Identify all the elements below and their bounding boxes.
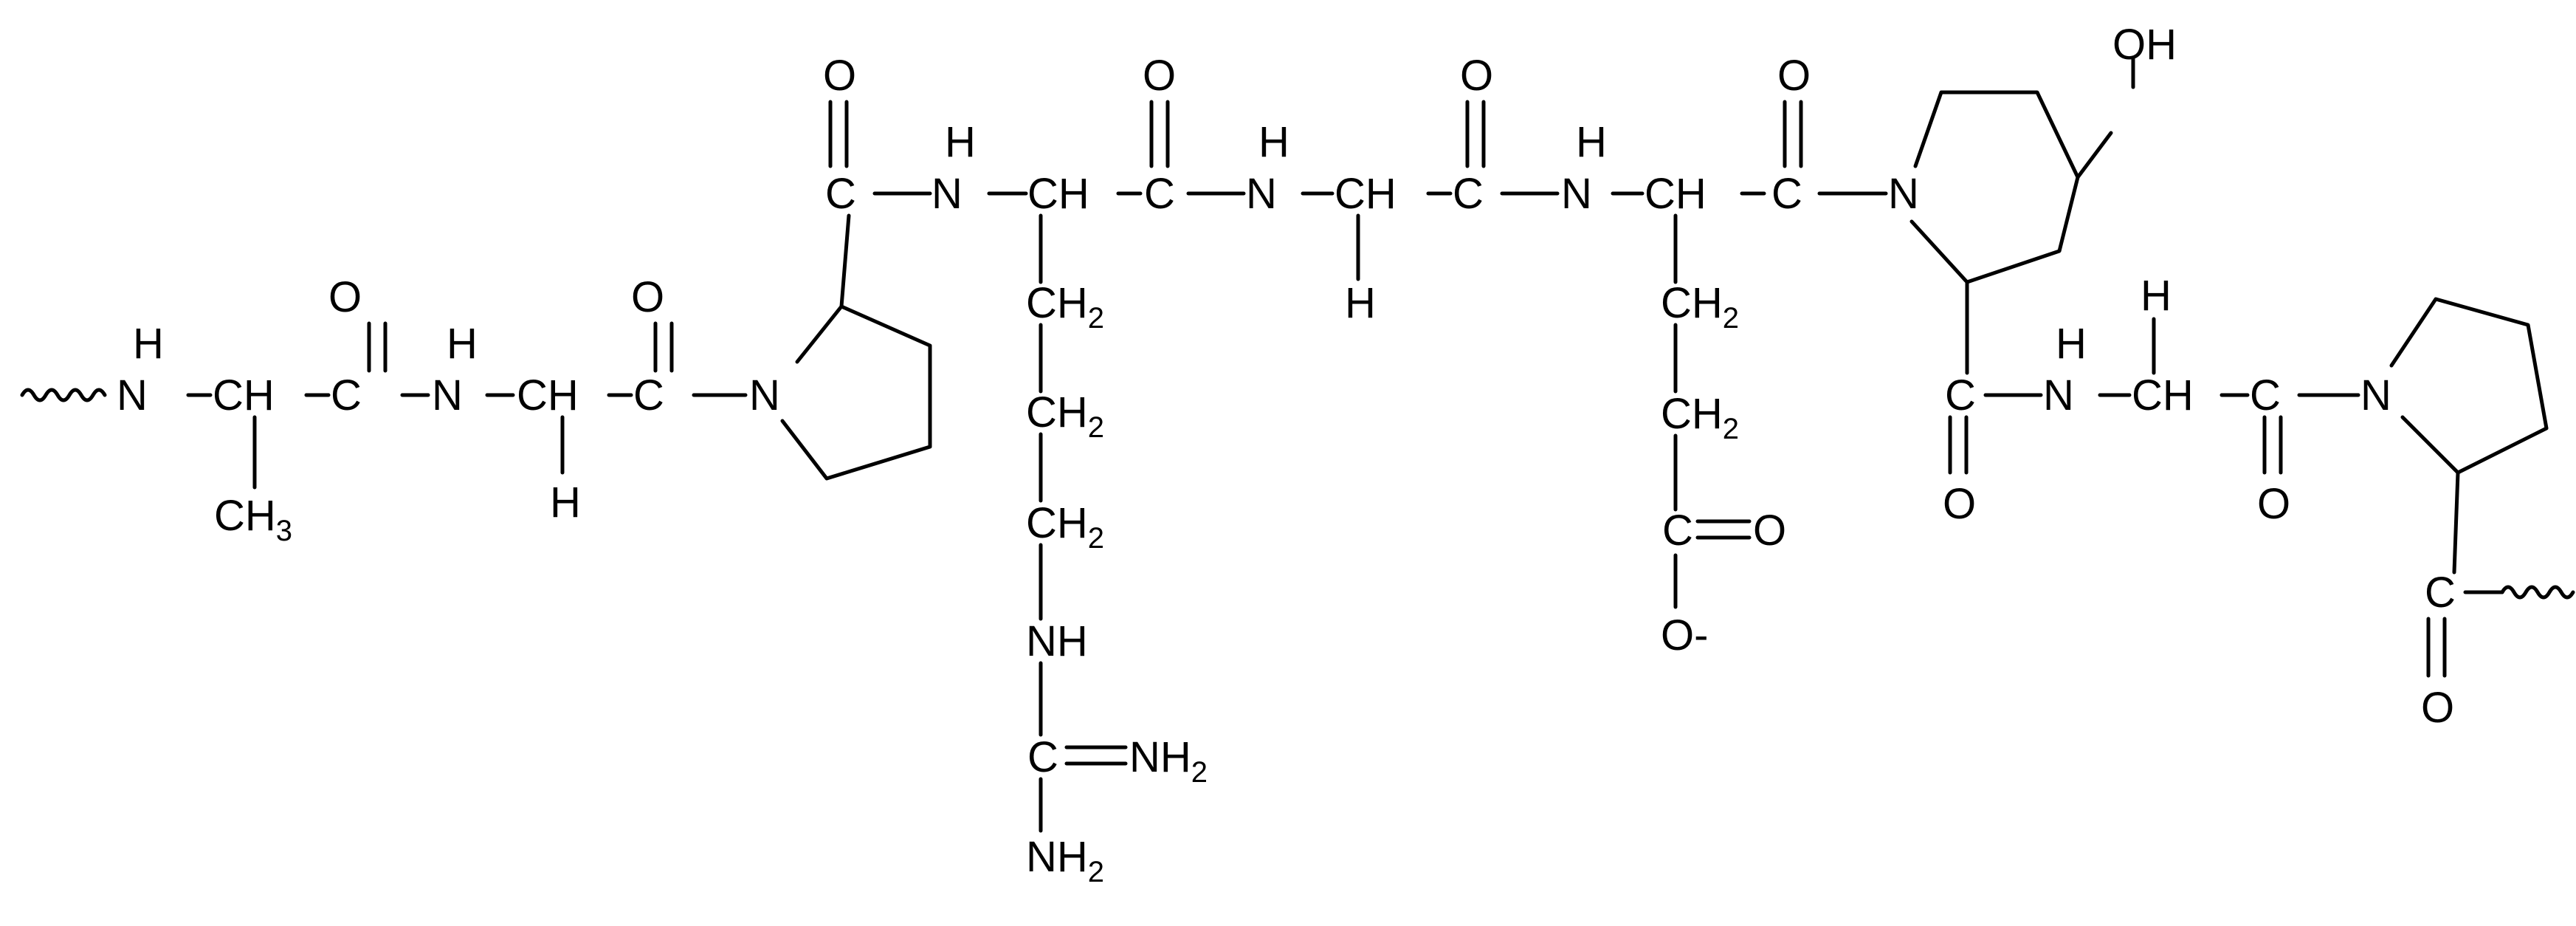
wavy-terminus-right	[2500, 585, 2575, 600]
alpha-h-5: H	[1345, 279, 1376, 327]
alpha-ch-6: CH	[1645, 170, 1707, 218]
carbonyl-o-3: O	[823, 52, 856, 100]
glu-ch2-a: CH2	[1661, 279, 1739, 335]
amide-n-2: N	[432, 371, 463, 419]
carbonyl-c-8: C	[2250, 371, 2281, 419]
carbonyl-o-5: O	[1460, 52, 1493, 100]
amide-h-4: H	[945, 118, 976, 166]
alpha-ch-4: CH	[1027, 170, 1089, 218]
amide-n-5: N	[1246, 170, 1277, 218]
amide-n-1: N	[117, 371, 148, 419]
carbonyl-o-1: O	[328, 273, 362, 321]
carboxylate-o-minus: O-	[1661, 611, 1708, 659]
carbonyl-c-5: C	[1453, 170, 1484, 218]
alpha-ch-8: CH	[2132, 371, 2194, 419]
carbonyl-c-6: C	[1771, 170, 1802, 218]
amide-h-1: H	[133, 320, 164, 368]
arg-nh: NH	[1026, 617, 1088, 665]
carbonyl-c-4: C	[1144, 170, 1175, 218]
carbonyl-o-8: O	[2257, 480, 2290, 528]
alpha-ch-5: CH	[1335, 170, 1397, 218]
carbonyl-c-9: C	[2425, 569, 2456, 617]
alpha-h-2: H	[550, 479, 581, 527]
amide-h-8: H	[2056, 320, 2087, 368]
carbonyl-o-4: O	[1143, 52, 1176, 100]
glu-ch2-b: CH2	[1661, 390, 1739, 445]
carbonyl-o-9: O	[2421, 684, 2454, 732]
amide-n-4: N	[931, 170, 962, 218]
carbonyl-c-2: C	[633, 371, 664, 419]
arg-ch2-c: CH2	[1026, 499, 1104, 555]
amide-n-6: N	[1561, 170, 1592, 218]
carbonyl-c-7: C	[1945, 371, 1976, 419]
methyl-group: CH3	[214, 492, 292, 547]
guanidino-nh2-a: NH2	[1129, 733, 1208, 789]
amide-h-6: H	[1576, 118, 1607, 166]
arg-ch2-b: CH2	[1026, 388, 1104, 444]
amide-h-2: H	[447, 320, 478, 368]
carboxylate-c: C	[1662, 507, 1693, 555]
hydroxyl-oh: OH	[2112, 21, 2177, 69]
wavy-terminus-left	[20, 388, 107, 402]
carboxylate-o: O	[1753, 507, 1786, 555]
proline-n-9: N	[2360, 371, 2391, 419]
guanidino-nh2-b: NH2	[1026, 833, 1104, 888]
carbonyl-o-2: O	[631, 273, 664, 321]
alpha-ch-2: CH	[517, 371, 579, 419]
hydroxyproline-n: N	[1888, 170, 1919, 218]
proline-n-3: N	[749, 371, 780, 419]
carbonyl-c-3: C	[825, 170, 856, 218]
amide-h-5: H	[1258, 118, 1289, 166]
alpha-h-8: H	[2141, 272, 2172, 320]
guanidino-c: C	[1027, 733, 1058, 781]
carbonyl-o-6: O	[1777, 52, 1811, 100]
bond-lines	[20, 55, 2575, 833]
amide-n-8: N	[2043, 371, 2074, 419]
carbonyl-o-7: O	[1943, 480, 1976, 528]
arg-ch2-a: CH2	[1026, 279, 1104, 335]
atom-labels: H N CH CH3 C O H N CH H C O N C O H N CH…	[117, 21, 2456, 888]
alpha-ch-1: CH	[213, 371, 275, 419]
carbonyl-c-1: C	[331, 371, 362, 419]
